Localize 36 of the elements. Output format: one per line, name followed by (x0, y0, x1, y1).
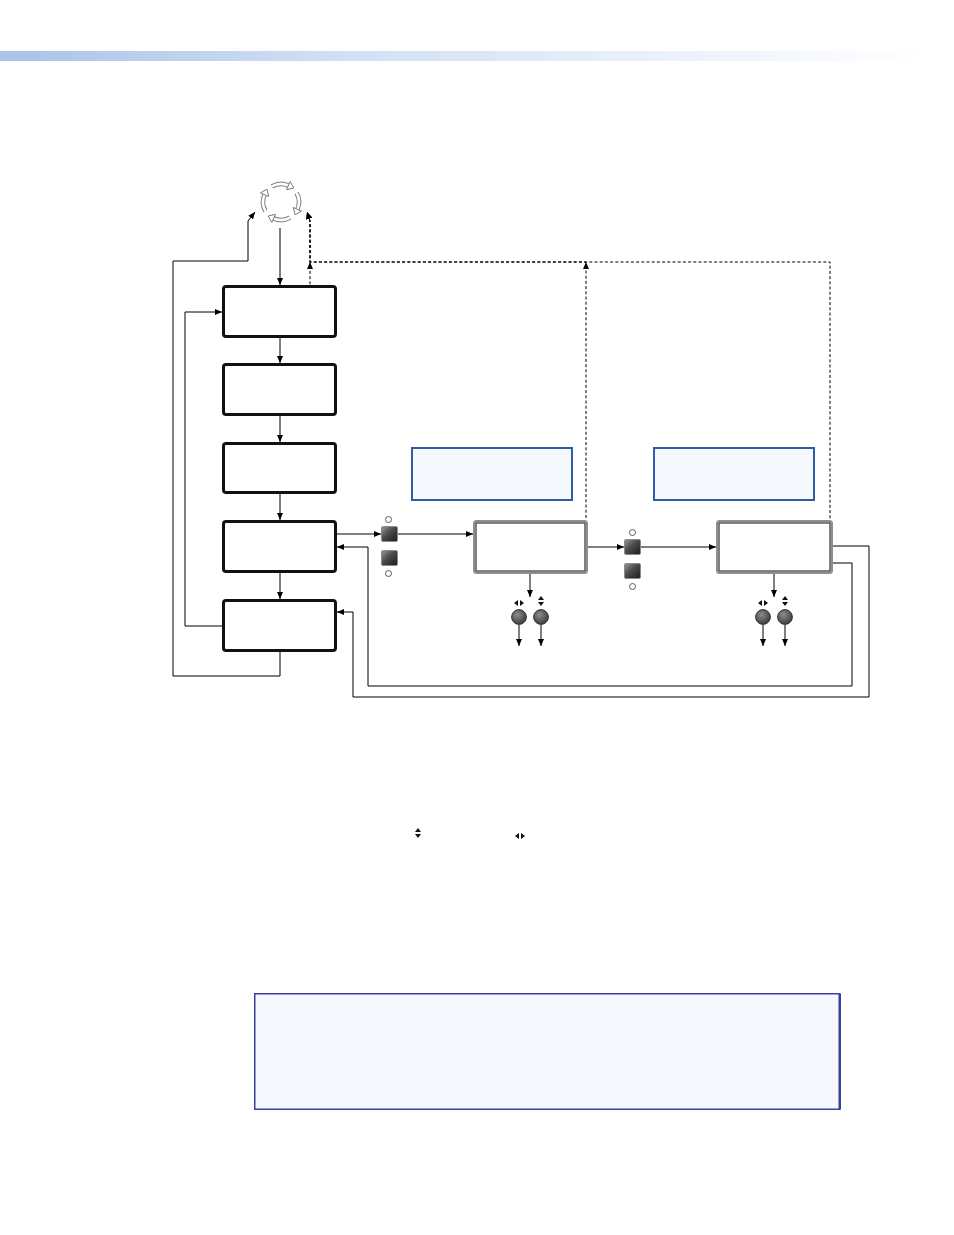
knob-icon (511, 609, 527, 625)
arrow (760, 624, 766, 647)
process-box (222, 285, 337, 338)
arrow (336, 531, 382, 537)
square-button-icon (624, 539, 641, 555)
arrow (516, 624, 522, 647)
arrow (587, 544, 625, 550)
arrow (782, 624, 788, 647)
knob-icon (533, 609, 549, 625)
process-box (222, 363, 337, 416)
arrow (184, 309, 223, 627)
dashed-arrow (306, 211, 831, 521)
knob-icon (755, 609, 771, 625)
display-box (716, 520, 833, 574)
square-button-icon (381, 526, 398, 542)
arrow (640, 544, 717, 550)
process-box (222, 599, 337, 652)
square-button-icon (381, 550, 398, 566)
arrow (771, 573, 777, 598)
arrow (277, 493, 283, 521)
arrow (172, 211, 281, 677)
note-box (254, 993, 841, 1110)
note-box (653, 447, 815, 501)
arrow (277, 415, 283, 443)
square-button-icon (624, 563, 641, 579)
knob-icon (777, 609, 793, 625)
arrow (527, 573, 533, 598)
arrow (277, 572, 283, 600)
process-box (222, 442, 337, 494)
note-box (411, 447, 573, 501)
arrow (277, 337, 283, 364)
arrow (538, 624, 544, 647)
arrow (277, 227, 283, 286)
display-box (473, 520, 588, 574)
process-box (222, 520, 337, 573)
arrow (397, 531, 474, 537)
